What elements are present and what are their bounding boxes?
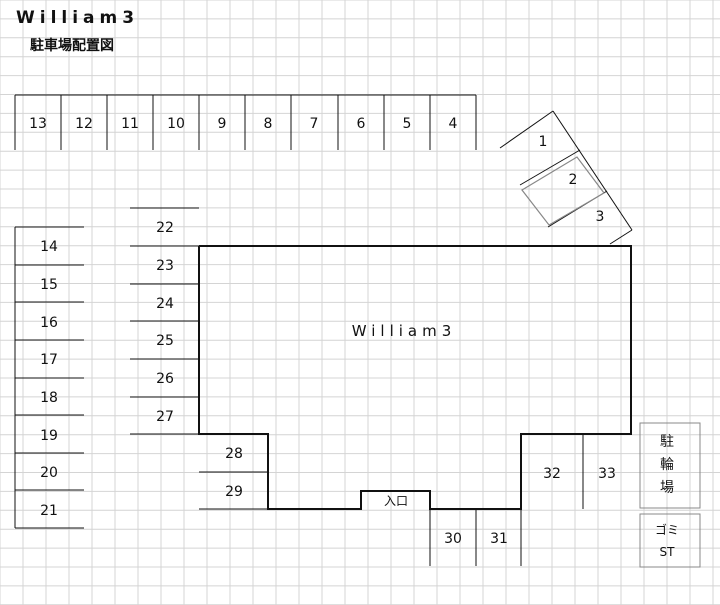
bicycle-parking-label-1: 駐 <box>660 434 674 450</box>
top-parking-row <box>14 94 477 150</box>
space-12-label: 12 <box>75 116 93 132</box>
space-19-label: 19 <box>40 428 58 444</box>
page-title: William3 <box>16 8 140 28</box>
garbage-station-box <box>639 513 701 568</box>
space-2-label: 2 <box>569 172 578 188</box>
space-30-label: 30 <box>444 531 462 547</box>
space-33-label: 33 <box>598 466 616 482</box>
space-31-label: 31 <box>490 531 508 547</box>
space-28-label: 28 <box>225 446 243 462</box>
space-32-label: 32 <box>543 466 561 482</box>
space-3-label: 3 <box>596 209 605 225</box>
bicycle-parking-label-3: 場 <box>660 480 674 496</box>
space-23-label: 23 <box>156 258 174 274</box>
space-24-label: 24 <box>156 296 174 312</box>
middle-parking-column <box>130 207 199 435</box>
space-13-label: 13 <box>29 116 47 132</box>
space-18-label: 18 <box>40 390 58 406</box>
building-outline <box>198 245 632 510</box>
space-11-label: 11 <box>121 116 139 132</box>
angled-parking-group <box>499 110 633 245</box>
space-4-label: 4 <box>449 116 458 132</box>
space-26-label: 26 <box>156 371 174 387</box>
page-subtitle: 駐車場配置図 <box>30 38 114 54</box>
space-8-label: 8 <box>264 116 273 132</box>
building-name: William3 <box>352 322 457 340</box>
space-20-label: 20 <box>40 465 58 481</box>
space-9-label: 9 <box>218 116 227 132</box>
lower-parking-pair <box>199 471 268 510</box>
space-1-label: 1 <box>539 134 548 150</box>
space-7-label: 7 <box>310 116 319 132</box>
space-22-label: 22 <box>156 220 174 236</box>
bicycle-parking-box <box>639 422 701 509</box>
garbage-station-label-1: ゴミ <box>655 522 679 537</box>
space-25-label: 25 <box>156 333 174 349</box>
bicycle-parking-label-2: 輪 <box>660 456 674 473</box>
space-21-label: 21 <box>40 503 58 519</box>
space-17-label: 17 <box>40 352 58 368</box>
garbage-station-label-2: ST <box>660 545 676 559</box>
space-10-label: 10 <box>167 116 185 132</box>
entrance-label: 入口 <box>384 494 408 508</box>
space-29-label: 29 <box>225 484 243 500</box>
space-14-label: 14 <box>40 239 58 255</box>
space-6-label: 6 <box>357 116 366 132</box>
space-15-label: 15 <box>40 277 58 293</box>
space-5-label: 5 <box>403 116 412 132</box>
bottom-parking-pair <box>429 509 522 566</box>
space-27-label: 27 <box>156 409 174 425</box>
space-16-label: 16 <box>40 315 58 331</box>
left-parking-column <box>14 226 84 529</box>
